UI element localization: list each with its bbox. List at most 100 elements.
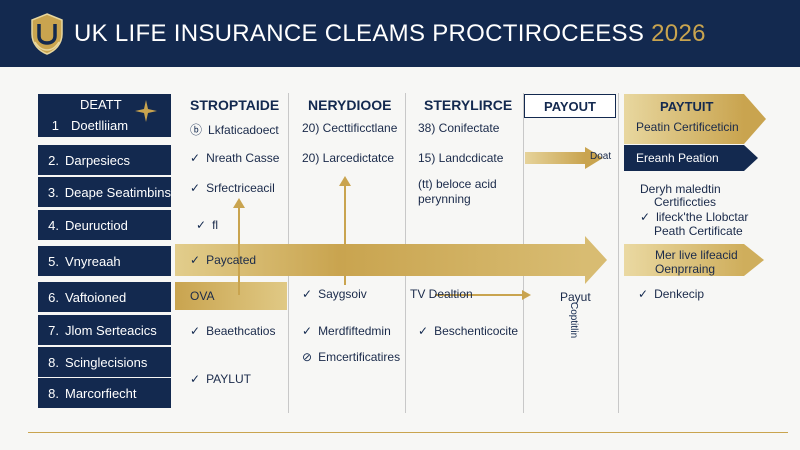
col4-doat-text: Doat <box>590 151 612 162</box>
payout-banner-sub-text: Peatin Certificeticin <box>636 120 739 134</box>
step-4: 4. Deuructiod <box>38 210 171 240</box>
check-icon: ✓ <box>418 324 429 338</box>
step-number: 8. <box>48 385 59 401</box>
step-label: Deuructiod <box>65 217 128 233</box>
flow-arrow-icon <box>585 236 607 284</box>
column-divider <box>618 93 619 413</box>
col2-row6-text: Saygsoiv <box>318 287 367 301</box>
col1-row4-text: fl <box>212 218 219 232</box>
col3-row1: 38) Conifectate <box>418 121 499 135</box>
payout-banner-arrow-icon <box>744 94 766 144</box>
col2-row1: 20) Cecttificctlane <box>302 121 397 135</box>
mid-banner <box>624 244 744 276</box>
step-number: 5. <box>48 253 59 269</box>
right-text-4-text: Peath Certificate <box>654 224 743 238</box>
step-3: 3. Deape Seatimbins <box>38 177 171 207</box>
col1-row2: ✓ Nreath Casse <box>190 151 279 165</box>
col3-row1-text: 38) Conifectate <box>418 121 500 135</box>
right-text-1: Deryh maledtin <box>640 182 721 196</box>
up-arrow-icon <box>339 176 351 186</box>
step-number: 7. <box>48 322 59 338</box>
step-label: Jlom Serteacics <box>65 322 157 338</box>
col1-row8-text: PAYLUT <box>206 372 251 386</box>
col1-row2-text: Nreath Casse <box>206 151 280 165</box>
col2-row2: 20) Larcedictatce <box>302 151 394 165</box>
step-1: DEATT 1 Doetlliiam <box>38 94 171 137</box>
mid-banner-line-1: Mer live lifeacid <box>655 248 738 262</box>
step-6: 6. Vaftoioned <box>38 282 171 312</box>
step-7: 7. Jlom Serteacics <box>38 315 171 345</box>
step-9: 8. Marcorfiecht <box>38 378 171 408</box>
col4-payut: Payut <box>560 290 591 304</box>
payout-banner-title: PAYTUIT <box>660 99 713 114</box>
check-icon: ✓ <box>640 210 651 224</box>
step-label: Marcorfiecht <box>65 385 137 401</box>
col4-doat: Doat <box>590 151 611 162</box>
col3-row7-text: Beschenticocite <box>434 324 519 338</box>
check-icon: ✓ <box>302 287 313 301</box>
mid-banner-arrow-icon <box>744 244 764 276</box>
vertical-arrow-line <box>238 205 240 295</box>
right-text-2-text: Certificcties <box>654 195 717 209</box>
col1-band-text: Paycated <box>206 253 257 267</box>
step-label: Doetlliiam <box>71 118 129 133</box>
right-text-3: ✓ lifeck'the Llobctar <box>640 210 748 224</box>
horizontal-arrow-line <box>435 294 523 296</box>
payout-banner-sub: Peatin Certificeticin <box>636 120 739 134</box>
col3-row2: 15) Landcdicate <box>418 151 503 165</box>
right-text-2: Certificcties <box>654 195 716 209</box>
col3-row2-text: 15) Landcdicate <box>418 151 504 165</box>
check-icon: ✓ <box>190 151 201 165</box>
check-icon: ✓ <box>190 324 201 338</box>
col3-row3b-text: perynning <box>418 192 471 206</box>
navy-banner-arrow-icon <box>744 145 758 171</box>
right-arrow-icon <box>522 290 531 300</box>
column-header-2: NERYDIOOE <box>308 97 392 113</box>
star-icon <box>135 100 157 122</box>
col3-row3a: (tt) beloce acid <box>418 177 497 191</box>
col1-row3-text: Srfectriceacil <box>206 181 275 195</box>
title-year: 2026 <box>651 20 706 47</box>
col4-vertical-text: Coptitlin <box>568 302 579 339</box>
col1-box: OVA <box>190 289 214 303</box>
col2-row2-text: 20) Larcedictatce <box>302 151 395 165</box>
mid-banner-line-2: Oenprraing <box>655 262 715 276</box>
col1-row6: ✓ Beaethcatios <box>190 324 275 338</box>
col2-row6: ✓ Saygsoiv <box>302 287 367 301</box>
col3-row6: TV Dealtion <box>410 287 473 301</box>
title-text: UK LIFE INSURANCE CLEAMS PROCTIROCEESS <box>74 20 645 47</box>
step-label: Vaftoioned <box>65 289 127 305</box>
step-8: 8. Scinglecisions <box>38 347 171 377</box>
right-text-3-text: lifeck'the Llobctar <box>656 210 749 224</box>
check-icon: ✓ <box>196 218 207 232</box>
col1-band: ✓ Paycated <box>190 253 256 267</box>
right-row6-text: Denkecip <box>654 287 705 301</box>
step-number: 1 <box>51 118 59 133</box>
col1-box-text: OVA <box>190 289 215 303</box>
col2-row8-text: Emcertificatires <box>318 350 401 364</box>
doat-arrow-bar <box>525 152 585 164</box>
header-bar: UK LIFE INSURANCE CLEAMS PROCTIROCEESS 2… <box>0 0 800 67</box>
doat-arrow-icon <box>585 147 603 169</box>
col3-row6-text: TV Dealtion <box>410 287 473 301</box>
step-number: 8. <box>48 354 59 370</box>
step-2: 2. Darpesiecs <box>38 145 171 175</box>
check-icon: ✓ <box>638 287 649 301</box>
check-icon: ✓ <box>190 253 201 267</box>
col3-row3a-text: (tt) beloce acid <box>418 177 497 191</box>
check-circle-icon: ⊘ <box>302 350 313 364</box>
mid-banner-line-1-text: Mer live lifeacid <box>655 248 738 262</box>
page-title: UK LIFE INSURANCE CLEAMS PROCTIROCEESS 2… <box>74 20 706 48</box>
bottom-rule <box>28 432 788 433</box>
column-header-3: STERYLIRCE <box>424 97 513 113</box>
step-5: 5. Vnyreaah <box>38 246 171 276</box>
step-label: Vnyreaah <box>65 253 121 269</box>
col1-row1: ⓑ Lkfaticadoect <box>190 121 279 138</box>
check-icon: ✓ <box>190 181 201 195</box>
up-arrow-icon <box>233 198 245 208</box>
step-label: Deape Seatimbins <box>64 184 171 200</box>
col2-row1-text: 20) Cecttificctlane <box>302 121 398 135</box>
col3-row7: ✓ Beschenticocite <box>418 324 518 338</box>
info-circle-icon: ⓑ <box>190 123 203 137</box>
col4-payut-text: Payut <box>560 290 591 304</box>
